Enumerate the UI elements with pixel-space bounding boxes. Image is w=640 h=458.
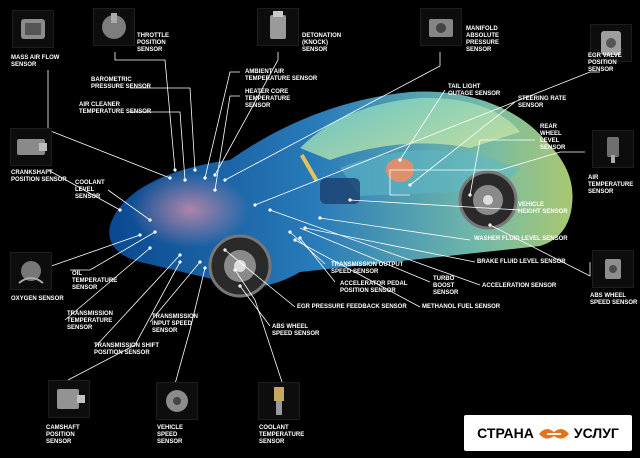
- label-coolant-temperature-sensor: COOLANT TEMPERATURE SENSOR: [259, 425, 305, 445]
- car-steering-column: [300, 154, 319, 182]
- label-oxygen-sensor: OXYGEN SENSOR: [11, 296, 64, 302]
- vehicle-speed-sensor-image: [156, 382, 198, 420]
- label-transmission-output-speed-sensor: TRANSMISSION OUTPUT SPEED SENSOR: [331, 262, 404, 275]
- rear-wheel: [458, 170, 518, 230]
- label-steering-rate-sensor: STEERING RATE SENSOR: [518, 96, 567, 109]
- label-heater-core-temperature-sensor: HEATER CORE TEMPERATURE SENSOR: [245, 89, 291, 109]
- label-abs-wheel-speed-sensor-right: ABS WHEEL SPEED SENSOR: [590, 293, 638, 306]
- label-abs-wheel-speed-sensor-left: ABS WHEEL SPEED SENSOR: [272, 324, 320, 337]
- oxygen-sensor-image: [10, 252, 52, 290]
- handshake-icon: [538, 428, 569, 439]
- label-air-cleaner-temperature-sensor: AIR CLEANER TEMPERATURE SENSOR: [79, 102, 152, 115]
- label-transmission-input-speed-sensor: TRANSMISSION INPUT SPEED SENSOR: [152, 314, 199, 334]
- label-mass-air-flow-sensor: MASS AIR FLOW SENSOR: [11, 55, 60, 68]
- label-rear-wheel-level-sensor: REAR WHEEL LEVEL SENSOR: [540, 124, 566, 151]
- car-windshield: [300, 97, 520, 160]
- car-seat: [320, 178, 360, 204]
- label-brake-fluid-level-sensor: BRAKE FLUID LEVEL SENSOR: [477, 259, 566, 265]
- label-barometric-pressure-sensor: BAROMETRIC PRESSURE SENSOR: [91, 77, 152, 90]
- badge-left-text: СТРАНА: [477, 425, 534, 441]
- camshaft-sensor-image: [48, 380, 90, 418]
- label-camshaft-position-sensor: CAMSHAFT POSITION SENSOR: [46, 425, 80, 445]
- label-transmission-shift-position-sensor: TRANSMISSION SHIFT POSITION SENSOR: [94, 343, 160, 356]
- abs-wheel-speed-sensor-right-image: [592, 250, 634, 288]
- label-vehicle-height-sensor: VEHICLE HEIGHT SENSOR: [518, 202, 568, 215]
- label-oil-temperature-sensor: OIL TEMPERATURE SENSOR: [72, 271, 118, 291]
- label-knock-sensor: DETONATION (KNOCK) SENSOR: [302, 33, 342, 53]
- air-temperature-sensor-image: [592, 130, 634, 168]
- label-air-temperature-sensor: AIR TEMPERATURE SENSOR: [588, 175, 634, 195]
- label-map-sensor: MANIFOLD ABSOLUTE PRESSURE SENSOR: [466, 26, 500, 53]
- crankshaft-sensor-image: [10, 128, 52, 166]
- label-egr-pressure-feedback-sensor: EGR PRESSURE FEEDBACK SENSOR: [297, 304, 407, 310]
- label-turbo-boost-sensor: TURBO BOOST SENSOR: [433, 276, 459, 296]
- label-accelerator-pedal-position-sensor: ACCELERATOR PEDAL POSITION SENSOR: [340, 281, 408, 294]
- label-acceleration-sensor: ACCELERATION SENSOR: [482, 283, 557, 289]
- label-coolant-level-sensor: COOLANT LEVEL SENSOR: [75, 180, 105, 200]
- label-crankshaft-position-sensor: CRANKSHAFT POSITION SENSOR: [11, 170, 67, 183]
- leader-lines: [39, 52, 600, 385]
- engine-bay: [130, 172, 250, 248]
- leader-dots: [118, 158, 492, 288]
- badge-right-text: УСЛУГ: [573, 425, 619, 441]
- label-washer-fluid-level-sensor: WASHER FLUID LEVEL SENSOR: [474, 236, 568, 242]
- map-sensor-image: [420, 8, 462, 46]
- strana-uslug-badge[interactable]: СТРАНА УСЛУГ: [464, 415, 632, 451]
- knock-sensor-image: [257, 8, 299, 46]
- mass-air-flow-sensor-image: [12, 10, 54, 48]
- label-transmission-temperature-sensor: TRANSMISSION TEMPERATURE SENSOR: [67, 311, 114, 331]
- label-methanol-fuel-sensor: METHANOL FUEL SENSOR: [422, 304, 501, 310]
- label-vehicle-speed-sensor: VEHICLE SPEED SENSOR: [157, 425, 184, 445]
- coolant-temperature-sensor-image: [258, 382, 300, 420]
- label-tail-light-outage-sensor: TAIL LIGHT OUTAGE SENSOR: [448, 84, 501, 97]
- egr-valve-sensor-image: [590, 24, 632, 62]
- throttle-position-sensor-image: [93, 8, 135, 46]
- label-throttle-position-sensor: THROTTLE POSITION SENSOR: [137, 33, 169, 53]
- label-egr-valve-position-sensor: EGR VALVE POSITION SENSOR: [588, 53, 622, 73]
- label-ambient-air-temperature-sensor: AMBIENT AIR TEMPERATURE SENSOR: [245, 69, 318, 82]
